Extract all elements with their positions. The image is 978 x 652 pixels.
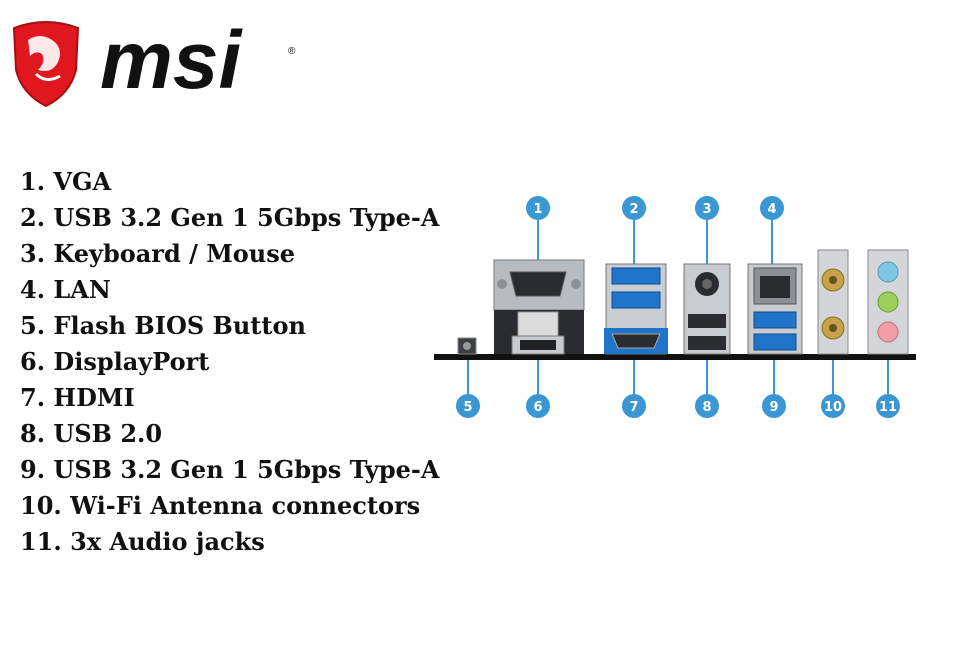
svg-text:11: 11 (879, 400, 897, 415)
svg-text:6: 6 (533, 400, 542, 415)
callout-badge: 2 (622, 196, 646, 220)
legend-item: 10. Wi-Fi Antenna connectors (20, 491, 421, 520)
svg-text:2: 2 (629, 202, 638, 217)
callout-badge: 9 (762, 394, 786, 418)
legend-item: 5. Flash BIOS Button (20, 311, 306, 340)
legend-item: 4. LAN (20, 275, 111, 304)
ps2-usb2-stack-illustration (683, 263, 731, 355)
svg-text:10: 10 (824, 400, 842, 415)
callout-badge: 10 (821, 394, 845, 418)
rear-io-panel-diagram: 1 2 3 4 5 6 7 8 (430, 188, 918, 426)
lan-usb3-stack-illustration (747, 263, 803, 355)
callout-badge: 6 (526, 394, 550, 418)
callout-badge: 7 (622, 394, 646, 418)
legend-item: 7. HDMI (20, 383, 135, 412)
msi-dragon-shield-logo (12, 21, 80, 108)
msi-logo: msi ® (6, 10, 306, 110)
callout-badge: 8 (695, 394, 719, 418)
callout-badge: 4 (760, 196, 784, 220)
audio-jacks-illustration (867, 249, 909, 355)
svg-text:8: 8 (702, 400, 711, 415)
vga-displayport-stack-illustration (493, 259, 585, 355)
callout-badge: 3 (695, 196, 719, 220)
svg-text:9: 9 (769, 400, 778, 415)
callout-badge: 5 (456, 394, 480, 418)
baseboard (434, 354, 916, 360)
svg-text:3: 3 (702, 202, 711, 217)
legend-item: 8. USB 2.0 (20, 419, 163, 448)
svg-text:1: 1 (533, 202, 542, 217)
msi-wordmark: msi (100, 15, 244, 106)
legend-item: 6. DisplayPort (20, 347, 210, 376)
legend-item: 1. VGA (20, 167, 112, 196)
wifi-antenna-connectors-illustration (817, 249, 849, 355)
callout-badge: 1 (526, 196, 550, 220)
legend-item: 11. 3x Audio jacks (20, 527, 265, 556)
legend-item: 2. USB 3.2 Gen 1 5Gbps Type-A (20, 203, 440, 232)
legend-item: 9. USB 3.2 Gen 1 5Gbps Type-A (20, 455, 440, 484)
usb3-hdmi-stack-illustration (604, 263, 668, 355)
svg-text:4: 4 (767, 202, 776, 217)
flash-bios-button-illustration (457, 337, 477, 355)
bottom-leader-lines (467, 360, 889, 394)
svg-text:5: 5 (463, 400, 472, 415)
callout-badge: 11 (876, 394, 900, 418)
registered-mark: ® (288, 46, 296, 57)
svg-text:7: 7 (629, 400, 638, 415)
legend-item: 3. Keyboard / Mouse (20, 239, 296, 268)
port-legend-list: 1. VGA 2. USB 3.2 Gen 1 5Gbps Type-A 3. … (20, 164, 439, 560)
